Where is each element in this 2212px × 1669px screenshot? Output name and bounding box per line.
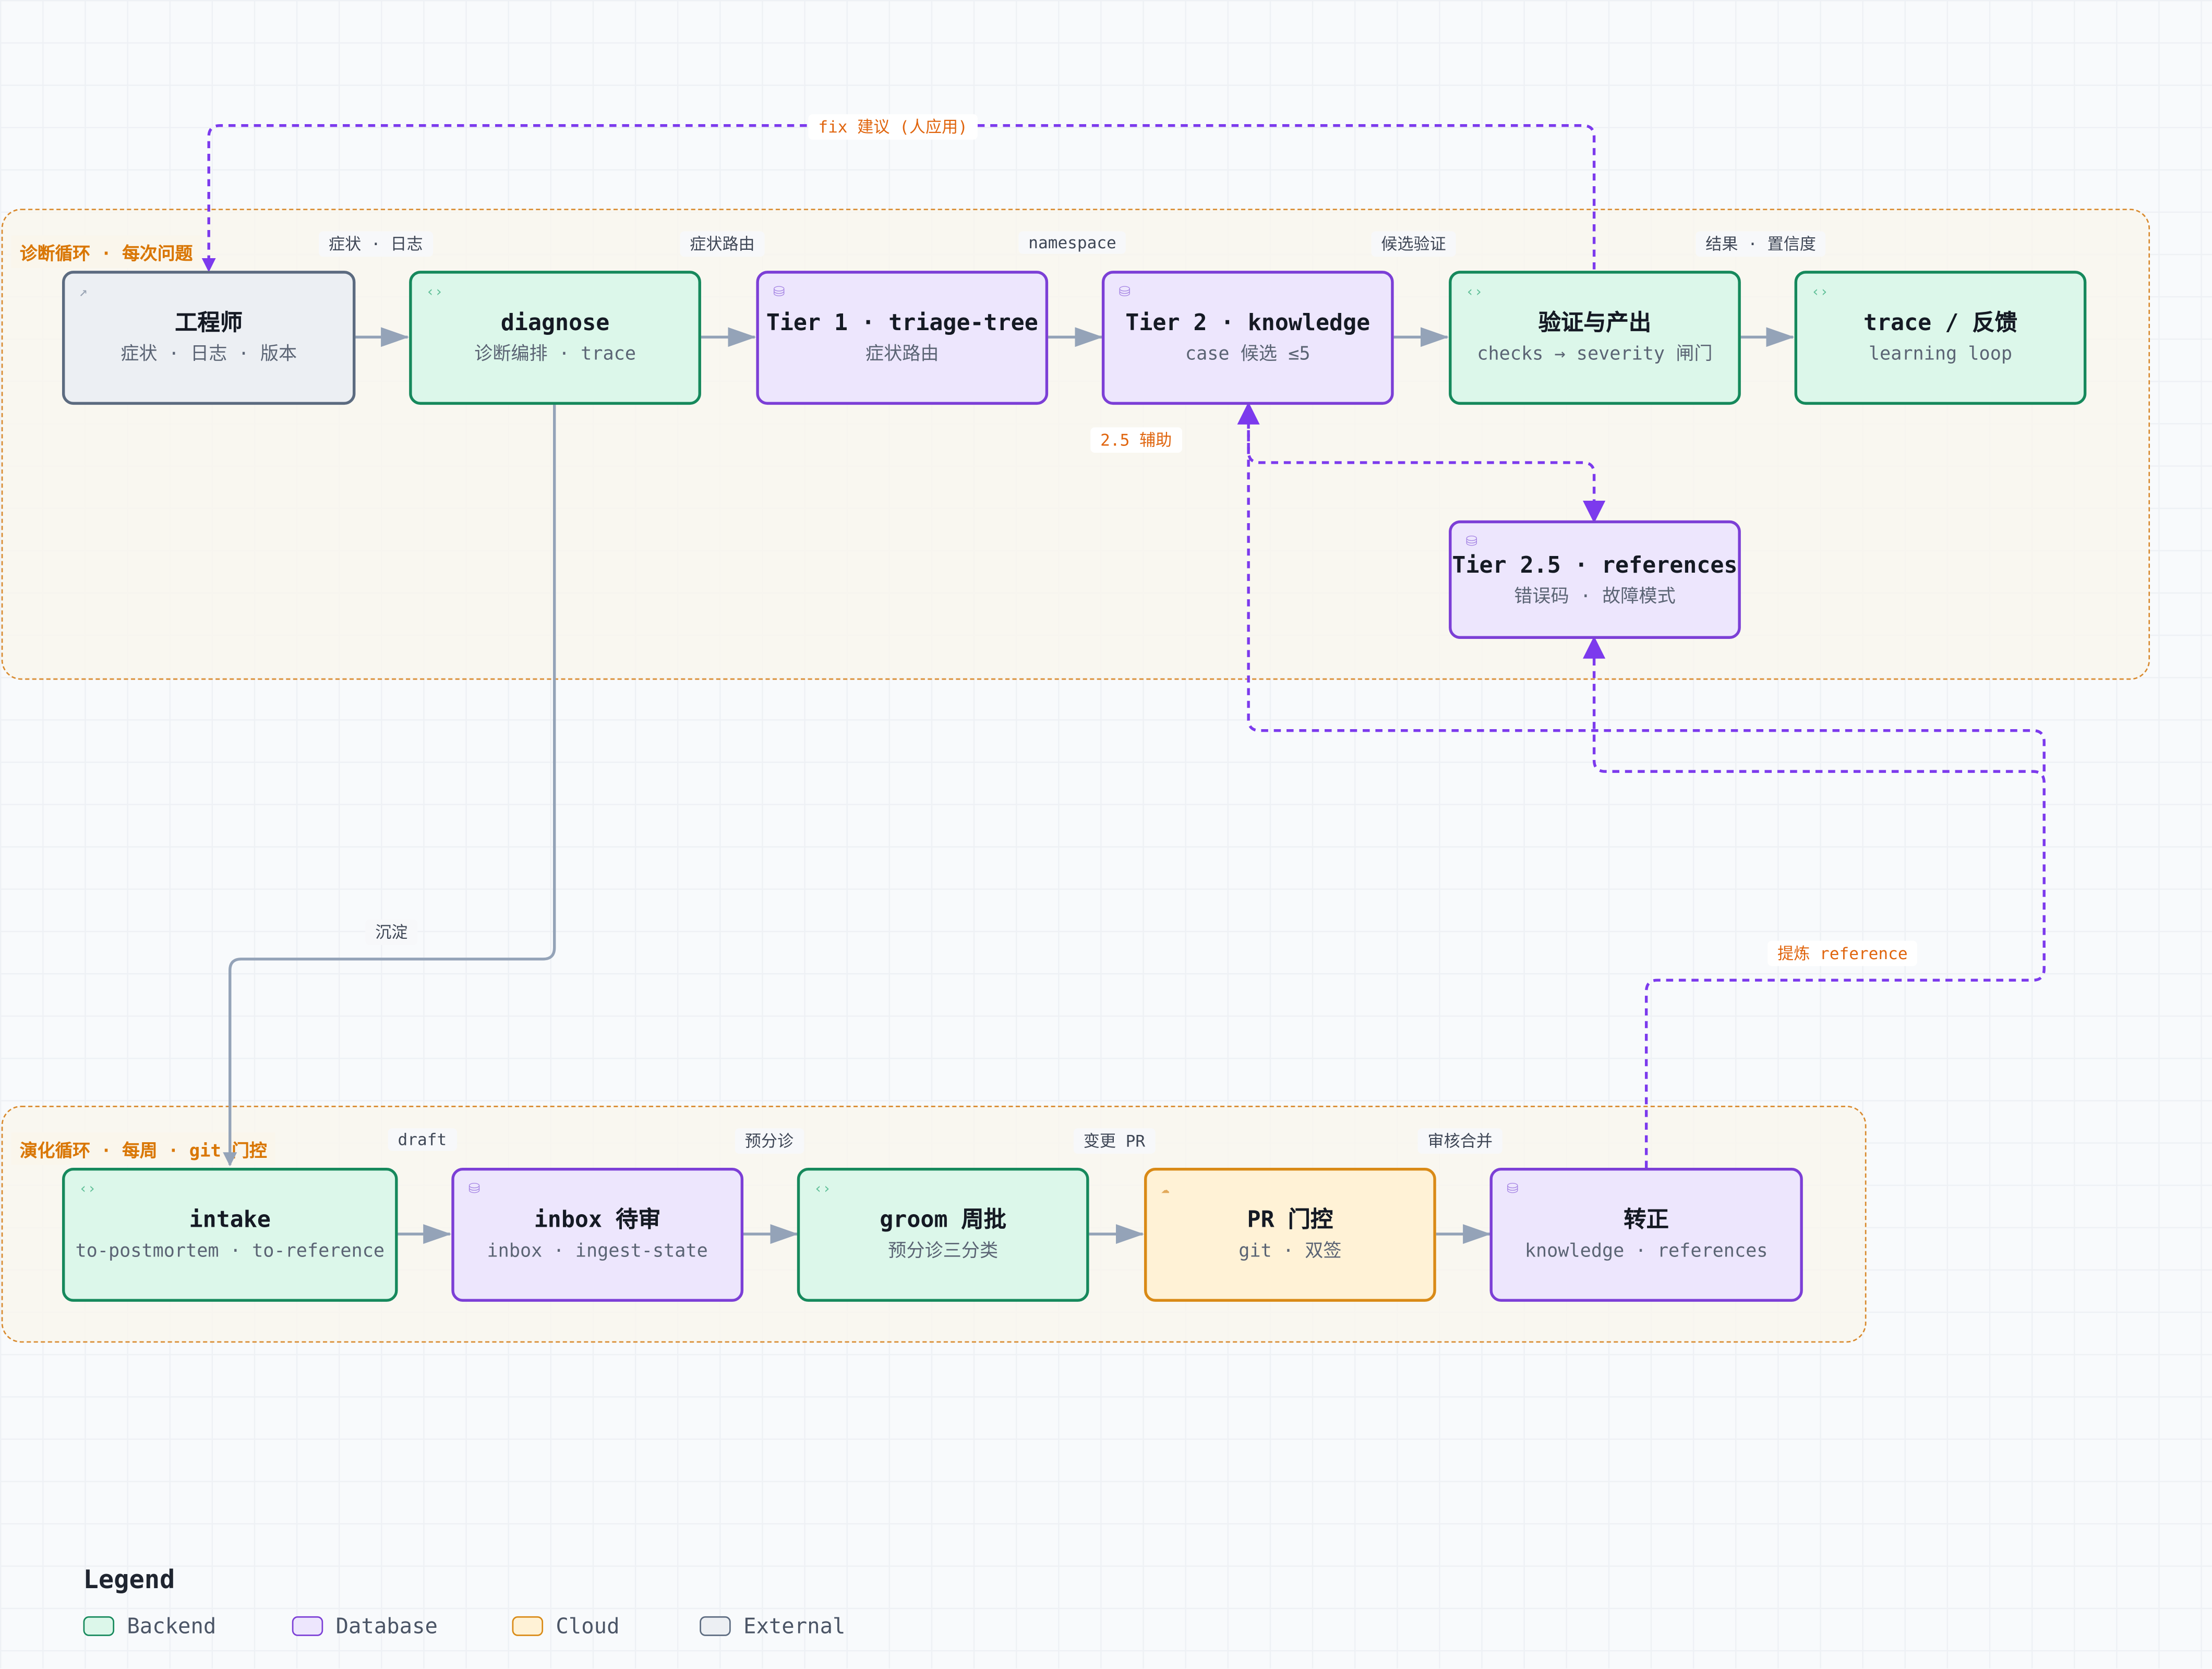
legend-swatch-backend — [83, 1616, 115, 1636]
node-trace[interactable]: ‹› trace / 反馈 learning loop — [1794, 271, 2087, 405]
code-brackets-icon: ‹› — [814, 1182, 831, 1198]
node-tier1[interactable]: ⛁ Tier 1 · triage-tree 症状路由 — [756, 271, 1049, 405]
node-tier25[interactable]: ⛁ Tier 2.5 · references 错误码 · 故障模式 — [1449, 520, 1741, 639]
node-pr-gate[interactable]: ☁ PR 门控 git · 双签 — [1144, 1167, 1436, 1302]
database-icon: ⛁ — [1465, 534, 1478, 550]
node-tier2[interactable]: ⛁ Tier 2 · knowledge case 候选 ≤5 — [1101, 271, 1394, 405]
node-diagnose-sub: 诊断编排 · trace — [474, 344, 636, 366]
group-diagnosis-loop — [1, 209, 2150, 680]
edge-label-intake-inbox: draft — [388, 1128, 457, 1151]
edge-label-verify-trace: 结果 · 置信度 — [1696, 231, 1826, 257]
node-promote-title: 转正 — [1624, 1205, 1669, 1233]
edge-label-diagnose-intake: 沉淀 — [365, 920, 418, 945]
edge-label-inbox-groom: 预分诊 — [735, 1128, 803, 1154]
edge-label-tier2-tier25: 2.5 辅助 — [1090, 427, 1182, 453]
node-trace-title: trace / 反馈 — [1863, 309, 2017, 336]
edge-label-verify-engineer: fix 建议 (人应用) — [808, 114, 978, 140]
legend-label-cloud: Cloud — [556, 1613, 620, 1639]
edge-label-engineer-diagnose: 症状 · 日志 — [319, 231, 433, 257]
edge-label-groom-pr: 变更 PR — [1073, 1128, 1156, 1154]
node-verify[interactable]: ‹› 验证与产出 checks → severity 闸门 — [1449, 271, 1741, 405]
code-brackets-icon: ‹› — [1811, 285, 1829, 300]
edge-label-promote-tier25: 提炼 reference — [1768, 940, 1918, 966]
group-diagnosis-label: 诊断循环 · 每次问题 — [11, 235, 201, 268]
node-pr-sub: git · 双签 — [1239, 1241, 1342, 1263]
external-link-icon: ↗ — [79, 285, 88, 300]
edge-tier2-tier25 — [1247, 405, 1606, 524]
node-tier25-title: Tier 2.5 · references — [1452, 550, 1738, 578]
node-tier2-title: Tier 2 · knowledge — [1125, 309, 1371, 336]
node-tier2-sub: case 候选 ≤5 — [1185, 344, 1311, 366]
node-tier1-title: Tier 1 · triage-tree — [766, 309, 1038, 336]
node-trace-sub: learning loop — [1868, 344, 2013, 366]
legend-label-database: Database — [335, 1613, 438, 1639]
node-engineer[interactable]: ↗ 工程师 症状 · 日志 · 版本 — [62, 271, 356, 405]
node-verify-sub: checks → severity 闸门 — [1477, 344, 1713, 366]
node-engineer-sub: 症状 · 日志 · 版本 — [121, 344, 297, 366]
legend-swatch-external — [700, 1616, 731, 1636]
node-tier25-sub: 错误码 · 故障模式 — [1514, 586, 1676, 608]
edge-label-diagnose-tier1: 症状路由 — [680, 231, 765, 257]
legend-item-backend: Backend — [83, 1613, 217, 1639]
edge-promote-tier2 — [1237, 402, 2046, 772]
legend-swatch-database — [292, 1616, 323, 1636]
node-intake-title: intake — [189, 1205, 271, 1233]
database-icon: ⛁ — [773, 285, 785, 300]
legend-label-backend: Backend — [127, 1613, 217, 1639]
legend-item-database: Database — [292, 1613, 438, 1639]
node-tier1-sub: 症状路由 — [865, 344, 939, 366]
legend-title: Legend — [83, 1565, 175, 1595]
node-inbox-sub: inbox · ingest-state — [487, 1241, 708, 1263]
database-icon: ⛁ — [468, 1182, 480, 1198]
edge-diagnose-intake — [223, 405, 556, 1167]
node-intake[interactable]: ‹› intake to-postmortem · to-reference — [62, 1167, 398, 1302]
node-groom[interactable]: ‹› groom 周批 预分诊三分类 — [797, 1167, 1089, 1302]
node-engineer-title: 工程师 — [175, 309, 243, 336]
node-inbox[interactable]: ⛁ inbox 待审 inbox · ingest-state — [451, 1167, 744, 1302]
node-promote-sub: knowledge · references — [1524, 1241, 1768, 1263]
node-promote[interactable]: ⛁ 转正 knowledge · references — [1489, 1167, 1803, 1302]
node-diagnose[interactable]: ‹› diagnose 诊断编排 · trace — [409, 271, 701, 405]
code-brackets-icon: ‹› — [426, 285, 443, 300]
node-groom-title: groom 周批 — [880, 1205, 1007, 1233]
node-inbox-title: inbox 待审 — [534, 1205, 661, 1233]
legend-swatch-cloud — [512, 1616, 544, 1636]
database-icon: ⛁ — [1119, 285, 1131, 300]
node-intake-sub: to-postmortem · to-reference — [75, 1241, 385, 1263]
node-diagnose-title: diagnose — [500, 309, 610, 336]
code-brackets-icon: ‹› — [1465, 285, 1483, 300]
code-brackets-icon: ‹› — [79, 1182, 97, 1198]
node-verify-title: 验证与产出 — [1538, 309, 1652, 336]
node-groom-sub: 预分诊三分类 — [888, 1241, 999, 1263]
legend-item-cloud: Cloud — [512, 1613, 620, 1639]
legend-item-external: External — [700, 1613, 845, 1639]
node-pr-title: PR 门控 — [1247, 1205, 1333, 1233]
database-icon: ⛁ — [1506, 1182, 1519, 1198]
cloud-icon: ☁ — [1161, 1182, 1170, 1198]
edge-promote-tier25 — [1582, 636, 2046, 1168]
edge-label-tier1-tier2: namespace — [1018, 231, 1126, 254]
edge-label-pr-promote: 审核合并 — [1417, 1128, 1502, 1154]
legend-label-external: External — [743, 1613, 846, 1639]
edge-label-tier2-verify: 候选验证 — [1371, 231, 1456, 257]
